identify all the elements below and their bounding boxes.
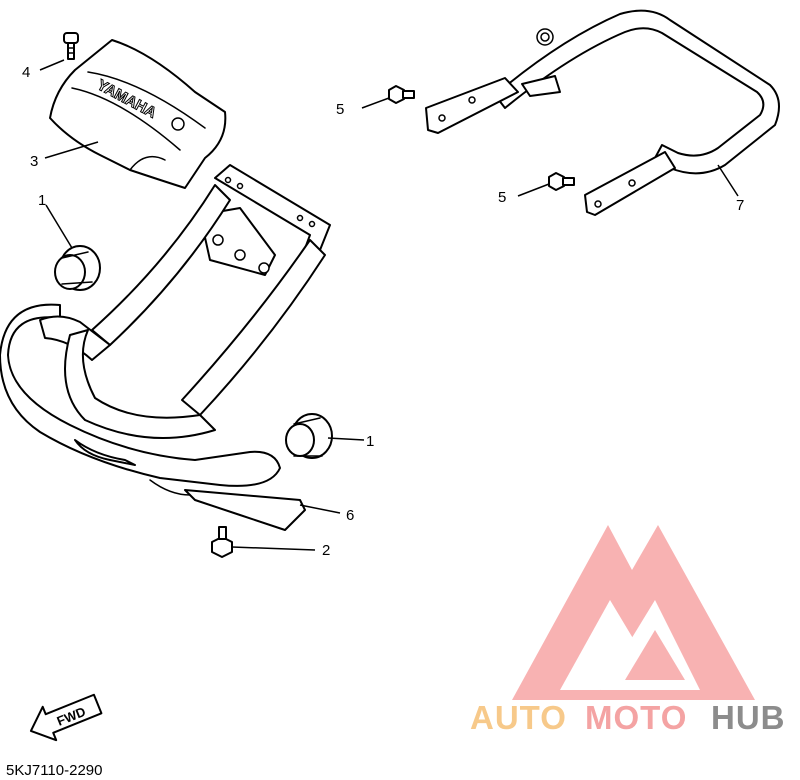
bolt-5-upper[interactable]: [388, 85, 415, 104]
watermark-hub: HUB: [711, 699, 786, 736]
callout-5-lower: 5: [498, 189, 506, 206]
callout-5-upper: 5: [336, 101, 344, 118]
watermark-auto: AUTO: [470, 699, 567, 736]
diagram-code: 5KJ7110-2290: [6, 762, 102, 779]
callout-2: 2: [322, 542, 330, 559]
rubber-plug-upper[interactable]: [54, 245, 101, 291]
callout-1-lower: 1: [366, 433, 374, 450]
bolt-5-lower[interactable]: [548, 172, 575, 191]
callout-7: 7: [736, 197, 744, 214]
leader-lines: [39, 59, 739, 551]
callout-3: 3: [30, 153, 38, 170]
watermark-logo: [512, 525, 755, 700]
rear-guard-frame[interactable]: [425, 9, 780, 216]
fwd-arrow: FWD: [29, 693, 103, 742]
rubber-plug-lower[interactable]: [285, 413, 333, 459]
bolt-4[interactable]: [63, 32, 79, 60]
main-engine-guard[interactable]: [0, 164, 331, 531]
bolt-2[interactable]: [211, 526, 233, 558]
engine-guard-cover[interactable]: YAMAHA: [49, 39, 227, 189]
callout-6: 6: [346, 507, 354, 524]
watermark-moto: MOTO: [585, 699, 687, 736]
callout-4: 4: [22, 64, 30, 81]
callout-1-upper: 1: [38, 192, 46, 209]
